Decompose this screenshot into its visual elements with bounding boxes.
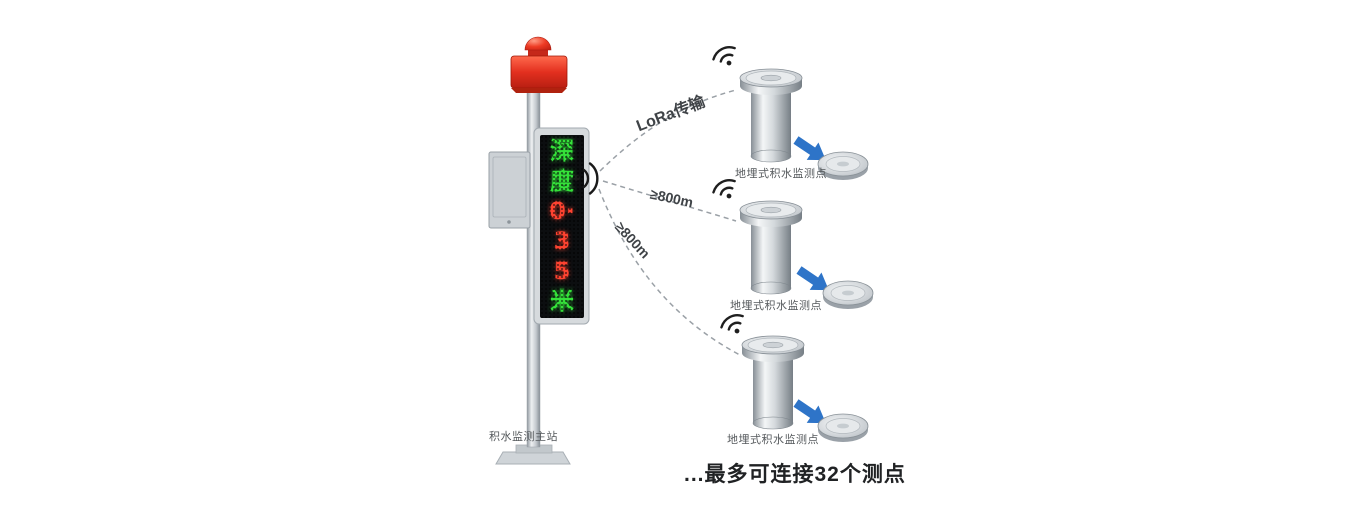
station-label: 积水监测主站 [489, 431, 558, 443]
led-display: 深 度 0· 3 5 米 [540, 135, 584, 318]
control-box [488, 151, 531, 229]
led-line: 米 [550, 287, 574, 315]
cylinder-sensor [741, 335, 805, 430]
dashed-link-top [599, 89, 737, 172]
led-line: 5 [553, 257, 571, 285]
lora-links [598, 89, 741, 356]
cylinder-sensor [739, 68, 803, 163]
buried-sensor-top [709, 42, 869, 181]
sensor-label-bottom: 地埋式积水监测点 [727, 434, 819, 446]
dashed-link-middle [602, 180, 737, 222]
led-line: 度 [550, 167, 574, 195]
buried-sensor-middle [709, 175, 874, 310]
footer-note: ...最多可连接32个测点 [684, 463, 906, 486]
wifi-icon [717, 310, 750, 340]
cylinder-sensor [739, 200, 803, 295]
sensor-label-top: 地埋式积水监测点 [735, 168, 827, 180]
disc-sensor [817, 413, 869, 443]
led-line: 3 [553, 227, 571, 255]
dashed-link-bottom [598, 188, 741, 356]
wifi-icon [709, 42, 742, 72]
sensor-label-middle: 地埋式积水监测点 [730, 300, 822, 312]
led-line: 深 [550, 137, 574, 165]
disc-sensor [822, 280, 874, 310]
buried-sensor-bottom [717, 310, 869, 443]
led-line: 0· [549, 197, 575, 225]
alarm-beacon-icon [510, 36, 568, 93]
station-base [495, 444, 571, 465]
